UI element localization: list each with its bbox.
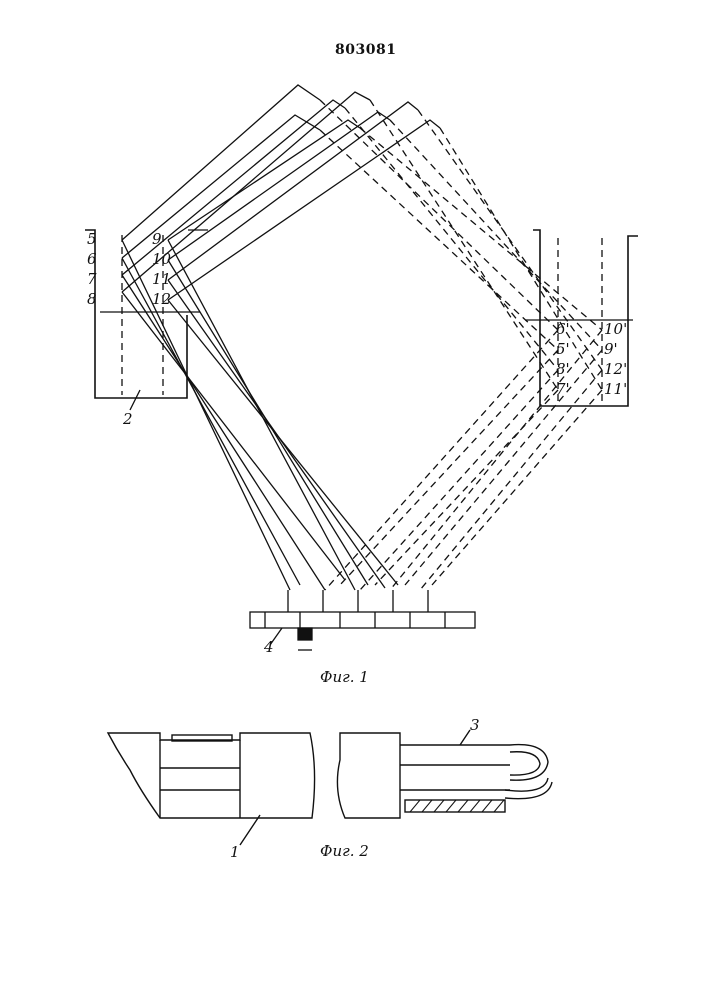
label-7: 7: [87, 272, 97, 287]
label-10: 10: [152, 252, 171, 267]
figure-2-caption: Фиг. 2: [320, 842, 369, 860]
block-right: [337, 733, 400, 818]
comb-base: [250, 590, 475, 650]
ref-block-1: 1: [230, 845, 240, 860]
label-8-prime: 8': [556, 362, 570, 377]
solid-yarn-paths: [122, 85, 440, 590]
label-9-prime: 9': [604, 342, 618, 357]
ref-bundle-3: 3: [470, 718, 480, 733]
label-6: 6: [87, 252, 97, 267]
label-9: 9: [152, 232, 162, 247]
block-left: [108, 733, 315, 818]
label-12: 12: [152, 292, 171, 307]
label-8: 8: [87, 292, 97, 307]
figure-1-caption: Фиг. 1: [320, 668, 369, 686]
label-11: 11: [152, 272, 171, 287]
leader-3: [460, 730, 470, 745]
leader-1: [240, 815, 260, 845]
label-12-prime: 12': [604, 362, 627, 377]
label-5: 5: [87, 232, 97, 247]
label-10-prime: 10': [604, 322, 627, 337]
leader-2: [130, 390, 140, 410]
label-7-prime: 7': [556, 382, 570, 397]
ref-bath-2: 2: [123, 412, 133, 427]
label-11-prime: 11': [604, 382, 627, 397]
label-6-prime: 6': [556, 322, 570, 337]
ref-comb-4: 4: [264, 640, 274, 655]
fig2-drawing: [108, 730, 552, 845]
label-5-prime: 5': [556, 342, 570, 357]
left-bath: [85, 230, 187, 398]
